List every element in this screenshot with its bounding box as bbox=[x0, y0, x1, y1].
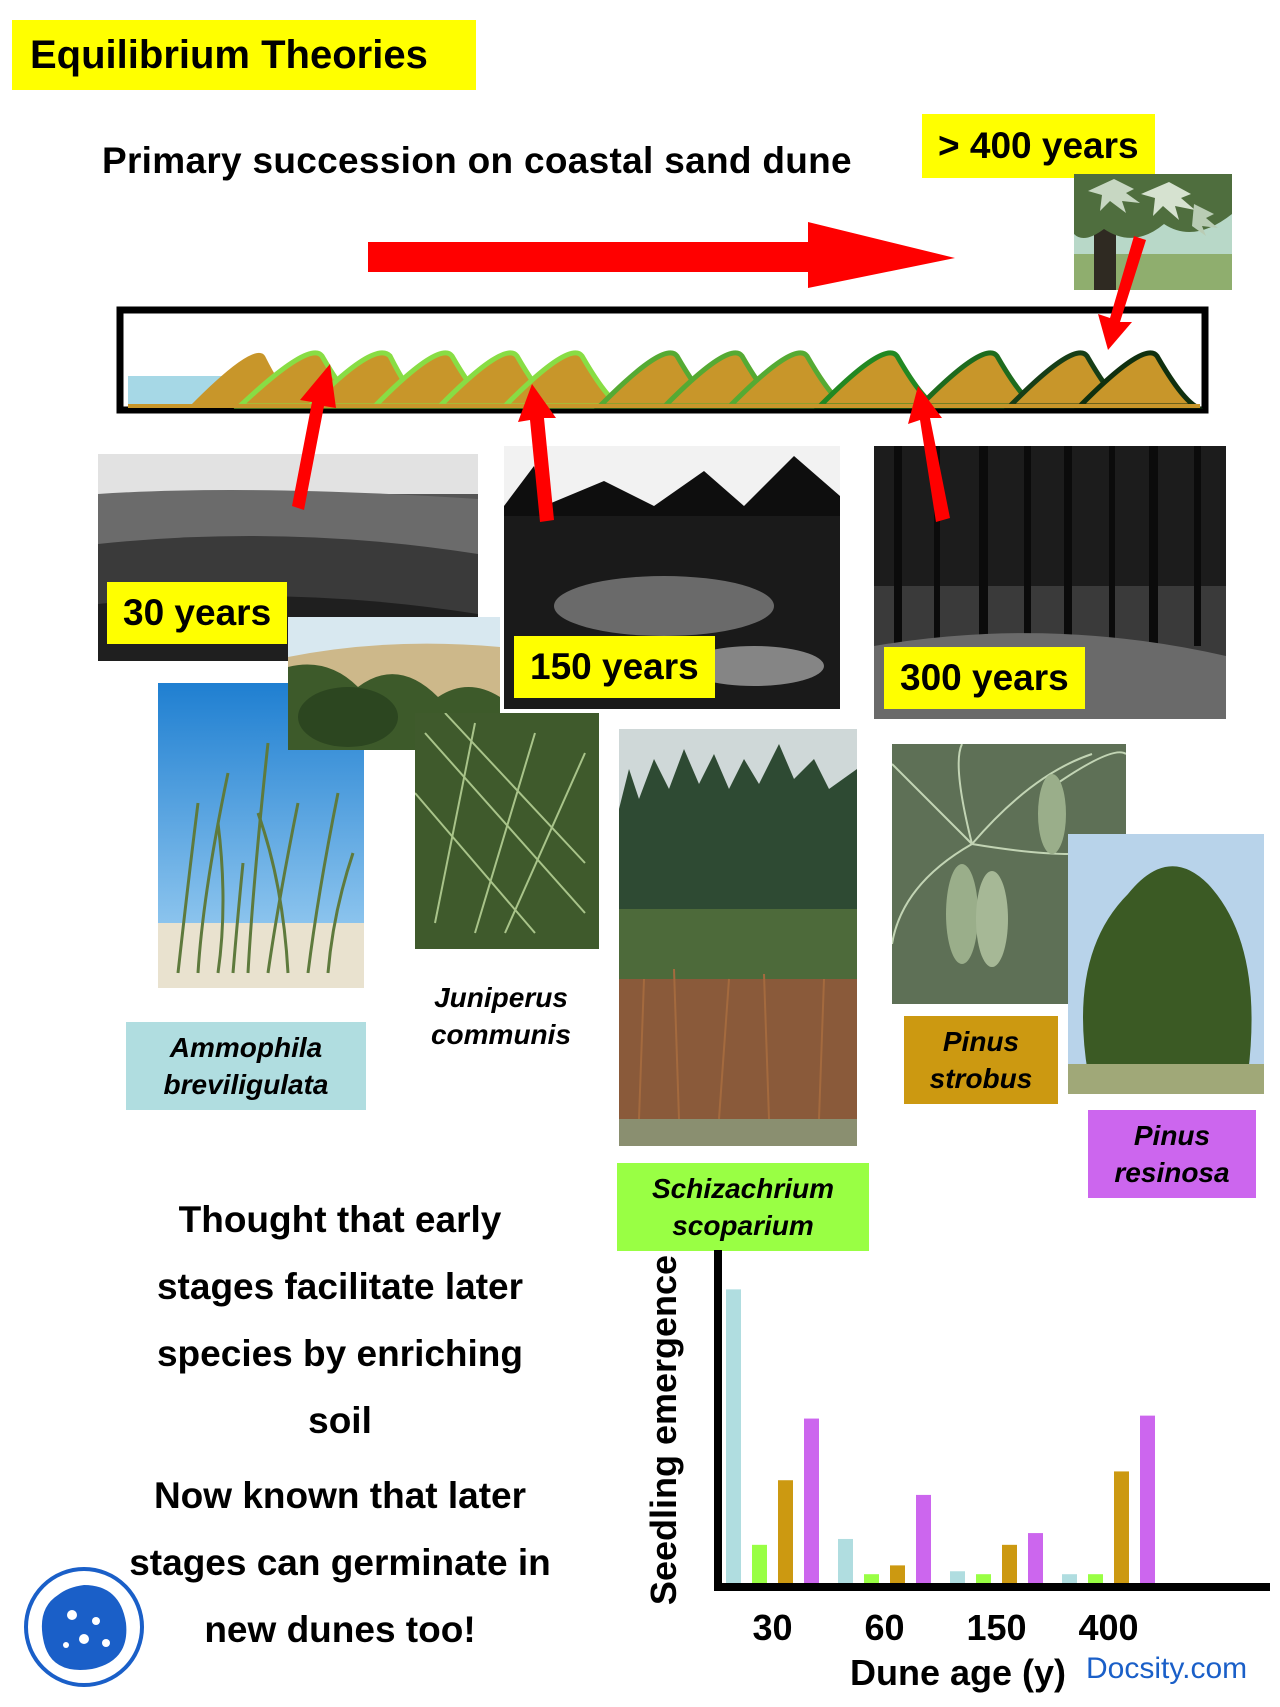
label-schizachrium: Schizachrium scoparium bbox=[617, 1163, 869, 1251]
label-pinus-resinosa: Pinus resinosa bbox=[1088, 1110, 1256, 1198]
label-ammophila-line2: breviligulata bbox=[163, 1069, 329, 1100]
bar-60-series-1 bbox=[864, 1574, 879, 1583]
stage-arrows bbox=[292, 236, 1146, 522]
chart-x-label: Dune age (y) bbox=[850, 1652, 1066, 1693]
label-schizachrium-line1: Schizachrium bbox=[651, 1173, 835, 1204]
bar-400-series-2 bbox=[1114, 1471, 1129, 1583]
schizachrium-photo bbox=[619, 729, 857, 1146]
bar-400-series-3 bbox=[1140, 1415, 1155, 1583]
text-paragraph-2: Now known that later stages can germinat… bbox=[88, 1462, 592, 1663]
p2-line2: stages can germinate in bbox=[129, 1542, 551, 1583]
arrow-400 bbox=[1098, 236, 1146, 350]
p2-line1: Now known that later bbox=[153, 1475, 527, 1516]
x-tick-60: 60 bbox=[864, 1607, 904, 1648]
oak-photo bbox=[1074, 174, 1232, 290]
juniperus-photo bbox=[415, 713, 599, 949]
succession-diagram bbox=[116, 222, 1209, 414]
dune-profile bbox=[128, 350, 1204, 409]
ammophila-photo bbox=[158, 683, 364, 988]
text-paragraph-1: Thought that early stages facilitate lat… bbox=[88, 1186, 592, 1454]
arrow-150 bbox=[518, 384, 556, 522]
bar-400-series-0 bbox=[1062, 1574, 1077, 1583]
p1-line2: stages facilitate later bbox=[156, 1266, 524, 1307]
age-label-400: > 400 years bbox=[922, 114, 1155, 178]
label-strobus-line2: strobus bbox=[929, 1063, 1033, 1094]
watermark: Docsity.com bbox=[1086, 1652, 1248, 1685]
bar-400-series-1 bbox=[1088, 1574, 1103, 1583]
bar-30-series-3 bbox=[804, 1418, 819, 1583]
x-tick-30: 30 bbox=[752, 1607, 792, 1648]
p1-line1: Thought that early bbox=[178, 1199, 502, 1240]
chart-y-label: Seedling emergence bbox=[643, 1255, 684, 1605]
pinus-resinosa-photo bbox=[1068, 834, 1264, 1094]
seedling-chart: 30 60 150 400 Seedling emergence Dune age (… bbox=[643, 1250, 1270, 1693]
bar-30-series-0 bbox=[726, 1289, 741, 1583]
label-pinus-strobus: Pinus strobus bbox=[904, 1016, 1058, 1104]
age-label-300: 300 years bbox=[884, 647, 1085, 709]
p1-line3: species by enriching bbox=[156, 1333, 524, 1374]
x-tick-400: 400 bbox=[1078, 1607, 1138, 1648]
bar-150-series-1 bbox=[976, 1574, 991, 1583]
succession-arrow bbox=[368, 222, 955, 288]
bar-150-series-0 bbox=[950, 1571, 965, 1583]
bar-150-series-2 bbox=[1002, 1544, 1017, 1583]
bar-60-series-0 bbox=[838, 1538, 853, 1583]
label-juniperus: Juniperus communis bbox=[410, 979, 592, 1053]
label-resinosa-line2: resinosa bbox=[1114, 1157, 1230, 1188]
age-label-30: 30 years bbox=[107, 582, 288, 644]
label-ammophila: Ammophila breviligulata bbox=[126, 1022, 366, 1110]
bar-60-series-3 bbox=[916, 1494, 931, 1583]
label-juniperus-line1: Juniperus bbox=[434, 982, 568, 1013]
label-ammophila-line1: Ammophila bbox=[169, 1032, 323, 1063]
p2-line3: new dunes too! bbox=[204, 1609, 476, 1650]
bar-60-series-2 bbox=[890, 1565, 905, 1583]
slide-title: Equilibrium Theories bbox=[12, 20, 476, 90]
x-tick-150: 150 bbox=[966, 1607, 1026, 1648]
arrow-300 bbox=[908, 386, 950, 522]
label-juniperus-line2: communis bbox=[430, 1019, 572, 1050]
docsity-logo bbox=[22, 1565, 146, 1689]
arrow-30 bbox=[292, 364, 336, 510]
p1-line4: soil bbox=[308, 1400, 372, 1441]
bar-150-series-3 bbox=[1028, 1533, 1043, 1583]
age-label-150: 150 years bbox=[514, 636, 715, 698]
label-strobus-line1: Pinus bbox=[942, 1026, 1020, 1057]
label-resinosa-line1: Pinus bbox=[1133, 1120, 1211, 1151]
slide-subtitle: Primary succession on coastal sand dune bbox=[102, 140, 852, 181]
bar-30-series-1 bbox=[752, 1544, 767, 1583]
label-schizachrium-line2: scoparium bbox=[672, 1210, 814, 1241]
bar-30-series-2 bbox=[778, 1480, 793, 1583]
